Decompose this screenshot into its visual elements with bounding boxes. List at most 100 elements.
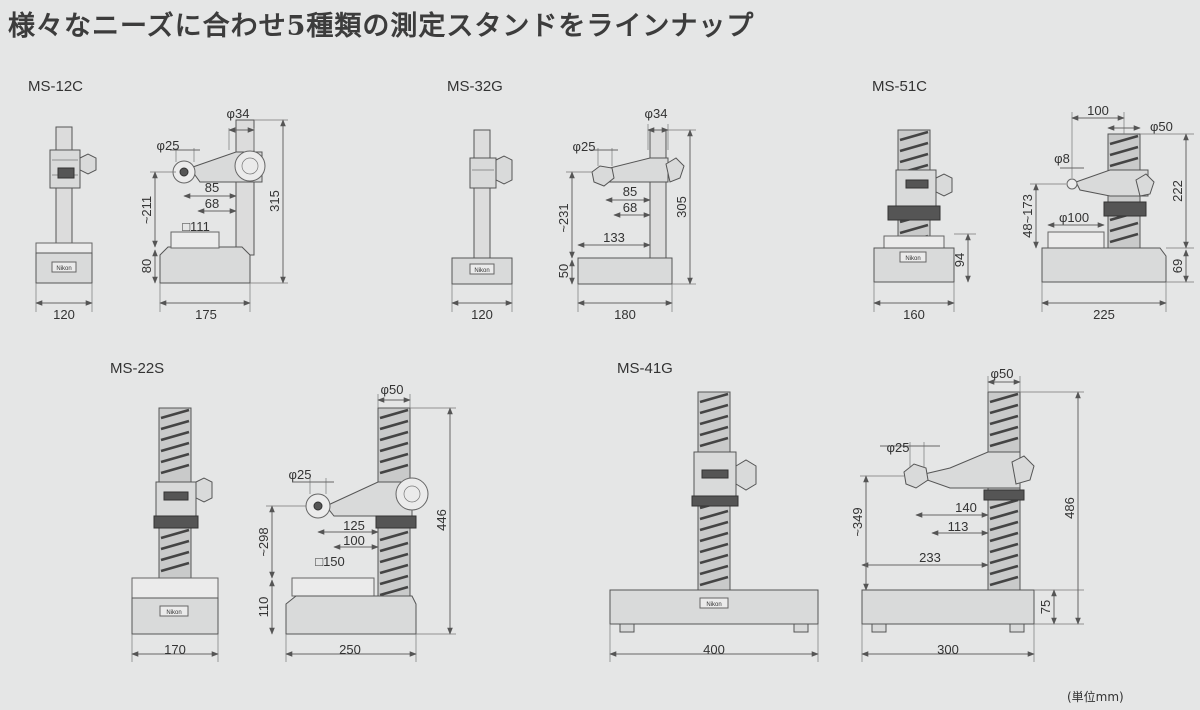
ms12c-front-width: 120 — [53, 307, 75, 322]
ms32g-front-badge — [469, 263, 495, 275]
ms22s-side-threads — [379, 408, 409, 597]
ms12c-holder-dia: φ25 — [157, 138, 180, 153]
ms22s-front-nut — [153, 515, 199, 529]
ms12c-side-base — [159, 246, 251, 284]
ms12c-side-column — [235, 119, 255, 256]
ms12c-front-knob — [79, 153, 97, 175]
ms12c-base-height: 80 — [139, 259, 154, 273]
ms41g-side-foot-right — [1009, 623, 1025, 633]
ms41g-side-arm — [914, 451, 1021, 489]
ms41g-side-width: 300 — [937, 642, 959, 657]
ms51c-base-height-front: 94 — [952, 253, 967, 267]
ms41g-group: MS-41G Nikon 400 — [609, 360, 1084, 662]
ms32g-reach-3: 133 — [603, 230, 625, 245]
ms32g-side-holder — [591, 165, 615, 187]
ms41g-base-height: 75 — [1038, 600, 1053, 614]
ms12c-side-knob — [234, 150, 266, 182]
ms32g-side-column — [649, 129, 667, 261]
ms51c-front-brand: Nikon — [905, 256, 920, 262]
ms32g-height-range: ~231 — [556, 203, 571, 232]
ms51c-front-table — [883, 235, 945, 249]
ms22s-side-view: φ50 φ25 125 100 □150 ~298 110 446 250 — [256, 382, 456, 662]
ms41g-column-dia: φ50 — [991, 366, 1014, 381]
ms12c-group: MS-12C Nikon 120 — [28, 78, 288, 322]
ms41g-front-foot-left — [619, 623, 635, 633]
ms12c-column-dia: φ34 — [227, 106, 250, 121]
ms12c-table-size: □111 — [182, 219, 210, 234]
ms32g-reach-1: 85 — [623, 184, 637, 199]
ms32g-group: MS-32G Nikon 120 φ34 — [447, 78, 696, 322]
ms51c-arm-length: 100 — [1087, 103, 1109, 118]
ms22s-side-table — [291, 577, 375, 597]
ms41g-height-range: ~349 — [850, 507, 865, 536]
ms22s-front-table — [131, 577, 219, 599]
ms41g-side-knob — [1011, 455, 1035, 485]
ms12c-front-holder — [49, 149, 81, 189]
ms32g-front-brand: Nikon — [474, 268, 489, 274]
ms41g-front-foot-right — [793, 623, 809, 633]
ms12c-front-table — [35, 242, 93, 254]
ms51c-front-clamp — [905, 179, 929, 189]
ms12c-front-clamp — [57, 167, 75, 179]
ms51c-total-height: 222 — [1170, 180, 1185, 202]
ms32g-total-height: 305 — [674, 196, 689, 218]
ms41g-side-view: φ50 φ25 140 113 233 ~349 75 486 300 — [850, 366, 1084, 662]
ms12c-front-badge — [51, 261, 77, 273]
ms22s-front-badge — [159, 605, 189, 617]
ms12c-total-height: 315 — [267, 190, 282, 212]
ms41g-side-threads — [989, 392, 1019, 587]
ms22s-base-height: 110 — [256, 597, 271, 618]
ms41g-holder-dia: φ25 — [887, 440, 910, 455]
ms32g-side-width: 180 — [614, 307, 636, 322]
ms32g-reach-2: 68 — [623, 200, 637, 215]
ms22s-height-range: ~298 — [256, 527, 271, 556]
ms22s-holder-dia: φ25 — [289, 467, 312, 482]
ms22s-table-size: □150 — [315, 554, 345, 569]
ms41g-front-knob — [735, 459, 757, 491]
ms51c-side-holder — [1066, 178, 1078, 190]
ms41g-side-base — [861, 589, 1035, 625]
ms51c-base-height-side: 69 — [1170, 259, 1185, 273]
ms32g-front-knob — [495, 155, 513, 185]
page-headline: 様々なニーズに合わせ5種類の測定スタンドをラインナップ — [8, 11, 755, 42]
ms51c-side-width: 225 — [1093, 307, 1115, 322]
ms32g-side-view: φ34 φ25 85 68 133 ~231 50 305 180 — [556, 106, 696, 322]
ms41g-front-clamp — [701, 469, 729, 479]
ms51c-side-knob — [1135, 173, 1155, 197]
ms12c-reach-2: 68 — [205, 196, 219, 211]
ms12c-model-label: MS-12C — [28, 78, 83, 95]
ms22s-side-width: 250 — [339, 642, 361, 657]
ms12c-side-width: 175 — [195, 307, 217, 322]
ms41g-front-view: Nikon 400 — [609, 391, 819, 662]
ms12c-front-brand: Nikon — [56, 266, 71, 272]
ms41g-reach-2: 113 — [948, 519, 969, 534]
ms41g-model-label: MS-41G — [617, 360, 673, 377]
ms12c-height-range: ~211 — [139, 196, 154, 224]
ms51c-column-dia: φ50 — [1150, 119, 1173, 134]
ms51c-model-label: MS-51C — [872, 78, 927, 95]
ms41g-front-threads — [699, 392, 729, 587]
ms22s-front-knob — [195, 477, 213, 503]
ms32g-side-knob — [665, 157, 685, 183]
ms12c-reach-1: 85 — [205, 180, 219, 195]
ms41g-front-brand: Nikon — [706, 602, 721, 608]
ms32g-front-view: Nikon 120 — [451, 129, 513, 322]
ms51c-height-range: 48~173 — [1020, 194, 1035, 238]
ms51c-front-nut — [887, 205, 941, 221]
ms32g-front-width: 120 — [471, 307, 493, 322]
ms41g-front-width: 400 — [703, 642, 725, 657]
ms41g-side-foot-left — [871, 623, 887, 633]
ms22s-front-threads — [160, 408, 190, 573]
ms41g-front-badge — [699, 597, 729, 609]
ms51c-side-view: 100 φ50 φ8 φ100 48~173 222 69 225 — [1020, 103, 1194, 322]
ms41g-reach-3: 233 — [919, 550, 941, 565]
ms51c-side-nut — [1103, 201, 1147, 217]
ms22s-total-height: 446 — [434, 509, 449, 531]
ms32g-model-label: MS-32G — [447, 78, 503, 95]
ms32g-base-height: 50 — [556, 264, 571, 278]
ms22s-side-knob — [395, 477, 429, 511]
ms12c-side-table — [170, 231, 220, 249]
ms12c-front-view: Nikon 120 — [35, 126, 97, 322]
ms51c-holder-dia: φ8 — [1054, 151, 1070, 166]
